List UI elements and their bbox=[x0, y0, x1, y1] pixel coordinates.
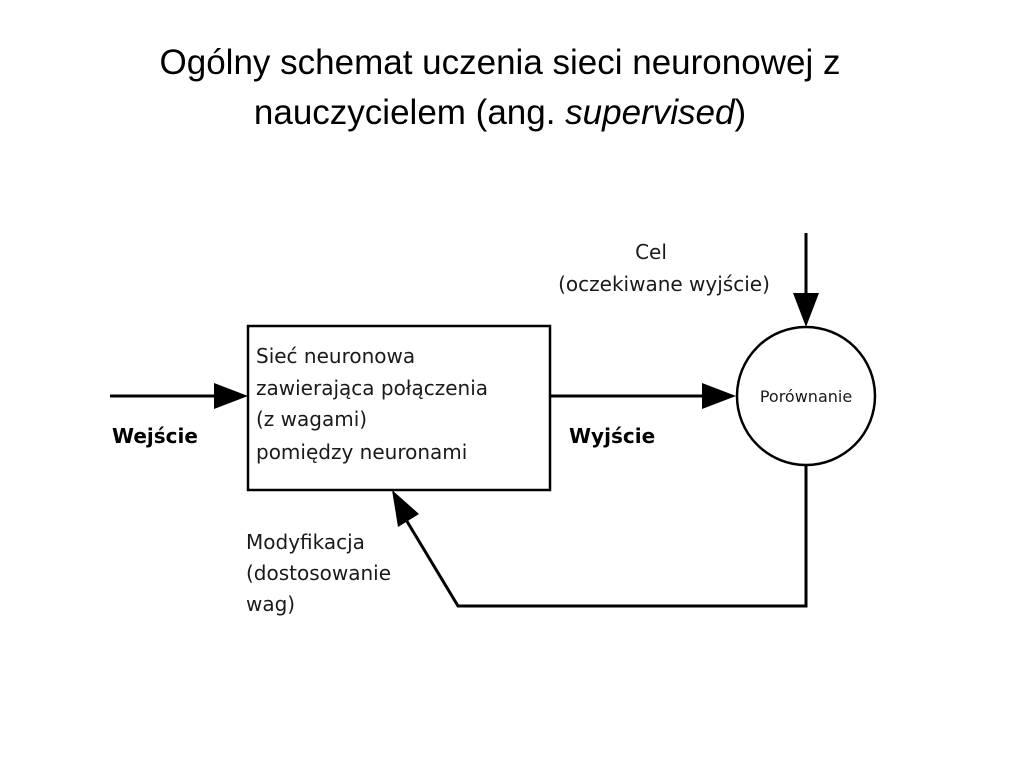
output-arrow bbox=[550, 383, 736, 409]
target-label-line-1: Cel bbox=[635, 240, 667, 264]
title-italic-term: supervised bbox=[565, 93, 735, 132]
comparison-label: Porównanie bbox=[760, 387, 852, 406]
modification-label-line-2: (dostosowanie bbox=[246, 561, 391, 585]
title-line-2-suffix: ) bbox=[734, 93, 747, 132]
title-line-1: Ogólny schemat uczenia sieci neuronowej … bbox=[159, 43, 841, 82]
feedback-arrow bbox=[392, 465, 808, 608]
title-line-2-prefix: nauczycielem (ang. bbox=[253, 93, 566, 132]
modification-label-line-3: wag) bbox=[246, 592, 295, 616]
network-box bbox=[246, 324, 552, 492]
title-line-2: nauczycielem (ang. supervised) bbox=[0, 88, 1000, 138]
network-box-line-3: (z wagami) bbox=[256, 407, 367, 431]
input-arrow bbox=[110, 383, 248, 409]
input-label: Wejście bbox=[112, 424, 198, 448]
output-label: Wyjście bbox=[569, 424, 655, 448]
network-box-line-4: pomiędzy neuronami bbox=[256, 440, 467, 464]
slide-title: Ogólny schemat uczenia sieci neuronowej … bbox=[0, 38, 1000, 138]
target-label-line-2: (oczekiwane wyjście) bbox=[558, 272, 770, 296]
network-box-line-2: zawierająca połączenia bbox=[256, 376, 488, 400]
target-arrow bbox=[793, 233, 819, 327]
network-box-line-1: Sieć neuronowa bbox=[256, 344, 415, 368]
modification-label-line-1: Modyfikacja bbox=[246, 530, 365, 554]
